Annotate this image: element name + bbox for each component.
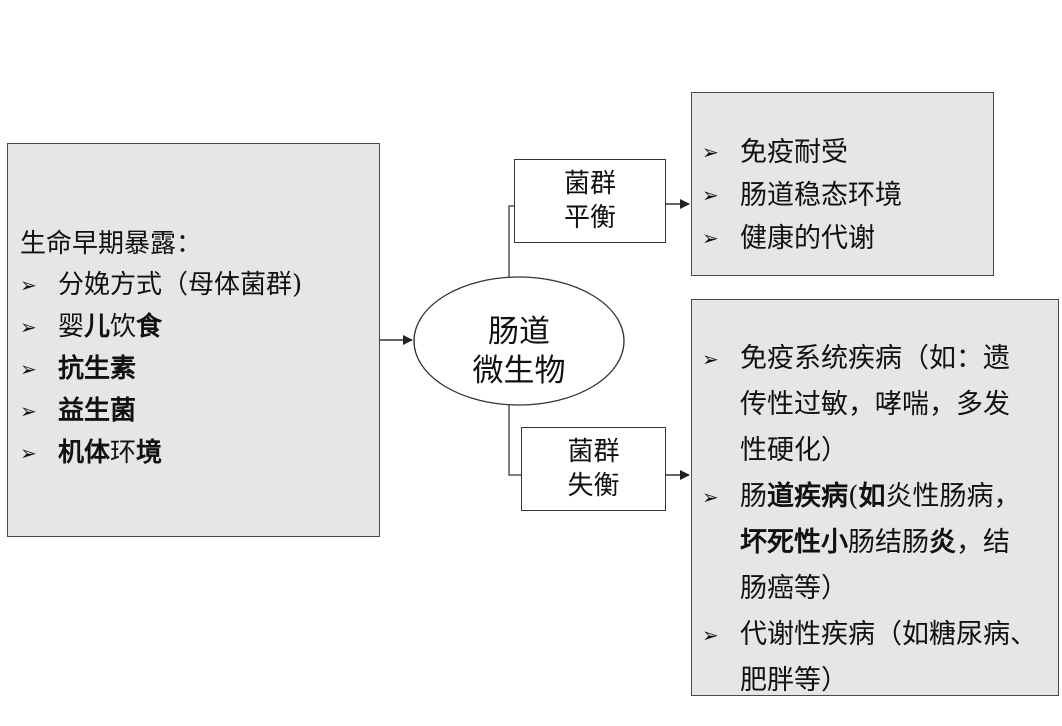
text-run: 炎 (929, 527, 956, 558)
bullet-arrow-icon: ➢ (20, 441, 37, 465)
text-run: 传性过敏，哮喘，多发 (740, 389, 1010, 420)
text-line: 传性过敏，哮喘，多发 (740, 382, 1058, 428)
text-run: 肠结肠 (848, 527, 929, 558)
list-item: ➢肠道疾病(如炎性肠病，坏死性小肠结肠炎，结肠癌等） (702, 474, 1058, 612)
text-run: 环 (110, 438, 137, 468)
line-center-to-balance (508, 205, 514, 277)
text-run: 婴 (58, 312, 85, 342)
center-line-2: 微生物 (472, 353, 566, 389)
text-run: 境 (136, 438, 163, 468)
list-item: ➢ 机体环境 (20, 432, 379, 474)
list-item: ➢ 免疫系统疾病（如：遗传性过敏，哮喘，多发性硬化） (702, 336, 1058, 474)
text-line: 免疫系统疾病（如：遗 (740, 336, 1058, 382)
text-line: 肥胖等） (740, 658, 1058, 704)
bullet-arrow-icon: ➢ (702, 485, 719, 509)
list-item-text: 抗生素 (58, 348, 379, 390)
bullet-arrow-icon: ➢ (702, 623, 719, 647)
text-run: 坏死性小 (740, 527, 848, 558)
list-item-text: 益生菌 (58, 390, 379, 432)
gut-microbiota-node: 肠道 微生物 (414, 300, 624, 404)
balance-node: 菌群 平衡 (514, 159, 666, 243)
list-item: ➢ 免疫耐受 (702, 131, 993, 174)
text-run: 道疾病 (767, 481, 848, 512)
text-line: 坏死性小肠结肠炎，结 (740, 520, 1058, 566)
center-line-1: 肠道 (488, 314, 550, 350)
text-run: 如 (858, 481, 886, 512)
bullet-arrow-icon: ➢ (702, 183, 719, 207)
text-run: 益生菌 (58, 396, 137, 426)
text-run: 食 (136, 312, 163, 342)
bullet-arrow-icon: ➢ (20, 399, 37, 423)
text-line: 性硬化） (740, 428, 1058, 474)
balance-line-2: 平衡 (563, 203, 616, 233)
bullet-arrow-icon: ➢ (20, 273, 37, 297)
list-item-text: 机体环境 (58, 432, 379, 474)
text-run: 代谢性疾病（如糖尿病、 (740, 619, 1037, 650)
dysbiosis-line-2: 失衡 (567, 471, 620, 501)
list-item-text: 肠道疾病(如炎性肠病，坏死性小肠结肠炎，结肠癌等） (740, 474, 1058, 612)
disease-outcomes-list: ➢免疫系统疾病（如：遗传性过敏，哮喘，多发性硬化）➢肠道疾病(如炎性肠病，坏死性… (702, 336, 1058, 704)
list-item-text: 免疫系统疾病（如：遗传性过敏，哮喘，多发性硬化） (740, 336, 1058, 474)
text-line: 代谢性疾病（如糖尿病、 (740, 612, 1058, 658)
list-item-text: 健康的代谢 (740, 223, 875, 254)
text-run: 抗生素 (58, 354, 137, 384)
text-run: 炎性肠病， (885, 481, 1021, 512)
line-center-to-dysbiosis (508, 405, 521, 476)
list-item-text: 婴儿饮食 (58, 306, 379, 348)
list-item-text: 免疫耐受 (740, 137, 848, 168)
bullet-arrow-icon: ➢ (702, 140, 719, 164)
list-item-text: 分娩方式（母体菌群) (58, 264, 379, 306)
text-run: ( (848, 481, 859, 512)
text-run: 肠 (740, 481, 767, 512)
disease-outcomes-box: ➢免疫系统疾病（如：遗传性过敏，哮喘，多发性硬化）➢肠道疾病(如炎性肠病，坏死性… (691, 299, 1059, 696)
text-run: 分娩方式（母体菌群) (58, 270, 303, 300)
healthy-outcomes-list: ➢ 免疫耐受 ➢ 肠道稳态环境 ➢ 健康的代谢 (702, 131, 993, 260)
text-run: ，结 (956, 527, 1010, 558)
text-line: 肠癌等） (740, 566, 1058, 612)
text-run: 肠癌等） (740, 573, 848, 604)
text-run: 肥胖等） (740, 665, 848, 696)
text-run: 儿 (84, 312, 111, 342)
early-life-heading: 生命早期暴露： (20, 229, 203, 259)
center-ellipse (413, 276, 625, 406)
bullet-arrow-icon: ➢ (702, 347, 719, 371)
dysbiosis-line-1: 菌群 (567, 437, 620, 467)
healthy-outcomes-box: ➢ 免疫耐受 ➢ 肠道稳态环境 ➢ 健康的代谢 (691, 92, 994, 276)
list-item: ➢ 抗生素 (20, 348, 379, 390)
text-run: 性硬化） (740, 435, 848, 466)
bullet-arrow-icon: ➢ (702, 226, 719, 250)
text-run: 机体 (58, 438, 111, 468)
dysbiosis-node: 菌群 失衡 (521, 427, 666, 511)
bullet-arrow-icon: ➢ (20, 357, 37, 381)
list-item-text: 肠道稳态环境 (740, 180, 902, 211)
balance-line-1: 菌群 (563, 169, 616, 199)
list-item-text: 代谢性疾病（如糖尿病、肥胖等） (740, 612, 1058, 704)
list-item: ➢ 益生菌 (20, 390, 379, 432)
early-life-exposure-box: 生命早期暴露： ➢ 分娩方式（母体菌群) ➢ 婴儿饮食 ➢ 抗生素 ➢ 益生菌 ➢ 机体环境 (7, 143, 380, 537)
list-item: ➢ 健康的代谢 (702, 217, 993, 260)
text-run: 免疫系统疾病（如：遗 (740, 343, 1010, 374)
text-run: 饮 (110, 312, 137, 342)
list-item: ➢ 代谢性疾病（如糖尿病、肥胖等） (702, 612, 1058, 704)
early-life-list: ➢ 分娩方式（母体菌群) ➢ 婴儿饮食 ➢ 抗生素 ➢ 益生菌 ➢ 机体环境 (20, 264, 379, 474)
list-item: ➢ 婴儿饮食 (20, 306, 379, 348)
text-line: 肠道疾病(如炎性肠病， (740, 474, 1058, 520)
bullet-arrow-icon: ➢ (20, 315, 37, 339)
list-item: ➢ 肠道稳态环境 (702, 174, 993, 217)
list-item: ➢ 分娩方式（母体菌群) (20, 264, 379, 306)
